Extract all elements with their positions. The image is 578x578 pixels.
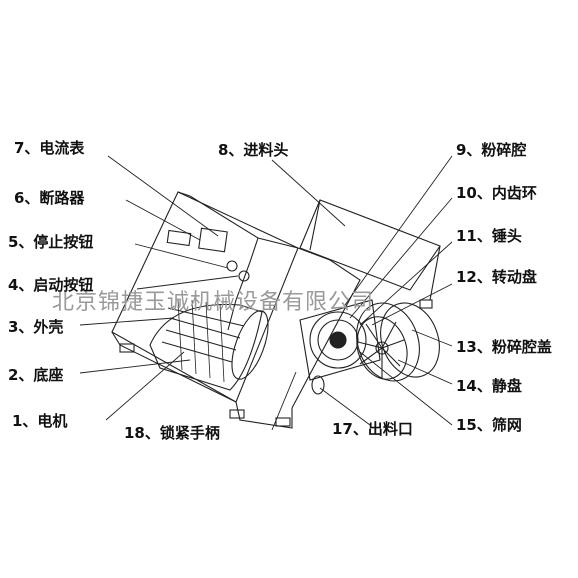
label-inner-ring-gear: 10、内齿环 <box>456 184 537 202</box>
label-hammer-head: 11、锤头 <box>456 227 522 245</box>
grinding-chamber <box>299 299 381 381</box>
label-chamber-cover: 13、粉碎腔盖 <box>456 338 552 356</box>
label-motor: 1、电机 <box>12 412 68 430</box>
label-ammeter: 7、电流表 <box>14 139 85 157</box>
control-panel <box>166 227 250 282</box>
outlet <box>311 375 325 395</box>
label-stop-button: 5、停止按钮 <box>8 233 94 251</box>
feed-hopper <box>299 199 441 301</box>
base-feet <box>119 299 433 427</box>
label-circuit-breaker: 6、断路器 <box>14 189 85 207</box>
label-feed-head: 8、进料头 <box>218 141 289 159</box>
label-sieve-screen: 15、筛网 <box>456 416 522 434</box>
company-watermark: 北京锦捷玉诚机械设备有限公司 <box>52 290 375 315</box>
leader-lines <box>79 155 453 431</box>
label-grinding-chamber: 9、粉碎腔 <box>456 141 527 159</box>
label-outer-shell: 3、外壳 <box>8 318 64 336</box>
label-static-disc: 14、静盘 <box>456 377 522 395</box>
label-start-button: 4、启动按钮 <box>8 276 94 294</box>
static-disc <box>356 316 408 380</box>
label-locking-handle: 18、锁紧手柄 <box>124 424 220 442</box>
label-rotating-disc: 12、转动盘 <box>456 268 537 286</box>
motor <box>149 299 269 391</box>
label-discharge-outlet: 17、出料口 <box>332 420 413 438</box>
label-base: 2、底座 <box>8 366 64 384</box>
